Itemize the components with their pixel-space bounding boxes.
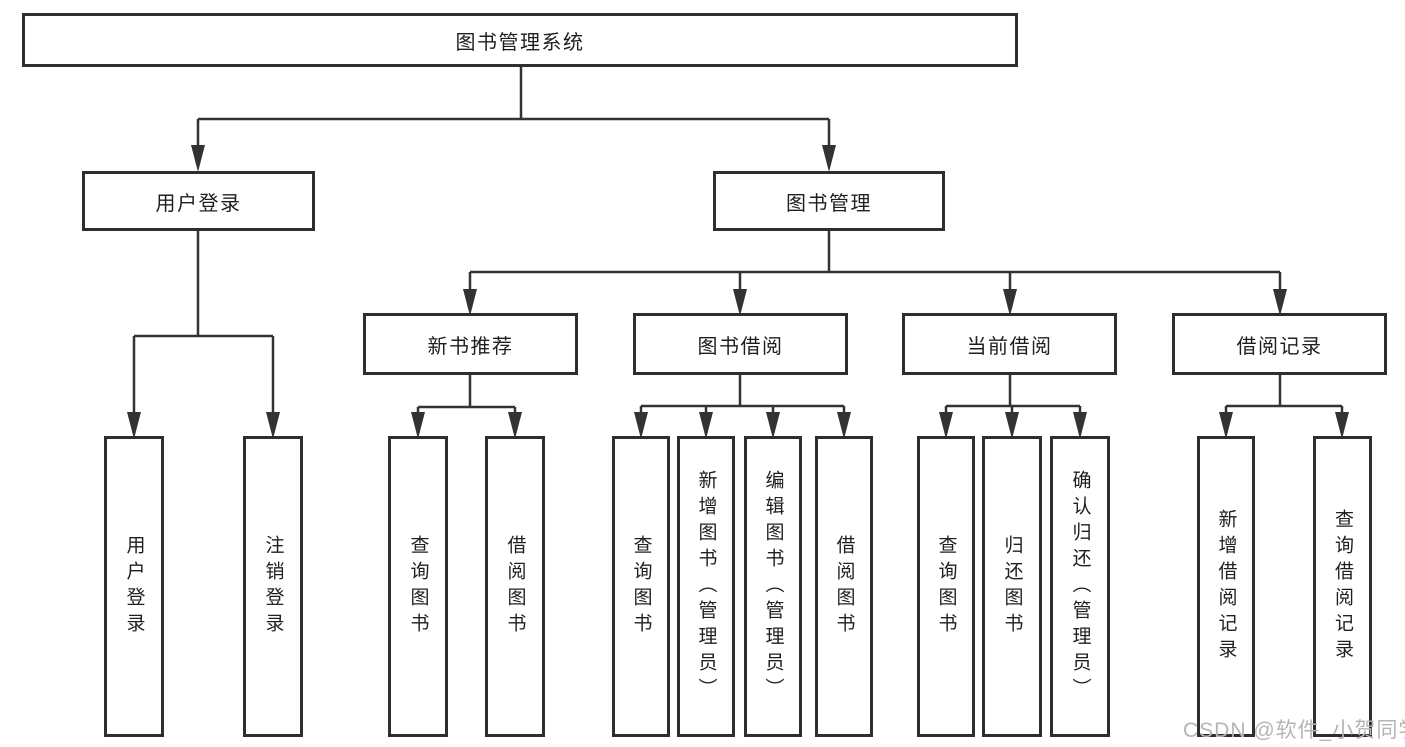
csdn-watermark: CSDN @软件_小贺同学 <box>1183 719 1405 742</box>
connector-user-login-split <box>132 231 275 413</box>
node-book-borrow-label: 图书借阅 <box>697 335 784 358</box>
leaf-add-books-admin: 新增图书（管理员） <box>677 436 735 737</box>
leaf-current-query-books: 查询图书 <box>917 436 975 737</box>
leaf-rec-query-books-label: 查询图书 <box>407 534 429 639</box>
node-new-book-rec: 新书推荐 <box>363 313 578 375</box>
leaf-rec-borrow-books-label: 借阅图书 <box>504 534 526 639</box>
leaf-confirm-return-admin-label: 确认归还（管理员） <box>1069 469 1091 704</box>
leaf-borrow-books-label: 借阅图书 <box>833 534 855 639</box>
leaf-user-login-label: 用户登录 <box>123 534 145 639</box>
connector-book-borrow-split <box>639 375 846 413</box>
leaf-rec-query-books: 查询图书 <box>388 436 448 737</box>
connector-borrow-records-split <box>1224 375 1344 413</box>
node-book-mgmt-label: 图书管理 <box>786 192 872 215</box>
leaf-edit-books-admin-label: 编辑图书（管理员） <box>762 469 784 704</box>
node-borrow-records-label: 借阅记录 <box>1236 335 1323 358</box>
node-root: 图书管理系统 <box>22 13 1018 67</box>
leaf-user-login: 用户登录 <box>104 436 164 737</box>
leaf-current-query-books-label: 查询图书 <box>935 534 957 639</box>
leaf-add-books-admin-label: 新增图书（管理员） <box>695 469 717 704</box>
leaf-return-books: 归还图书 <box>982 436 1042 737</box>
node-current-borrow-label: 当前借阅 <box>966 335 1053 358</box>
leaf-edit-books-admin: 编辑图书（管理员） <box>744 436 802 737</box>
node-book-mgmt: 图书管理 <box>713 171 945 231</box>
connector-book-mgmt-split <box>468 231 1282 290</box>
connector-root-to-level2 <box>196 67 831 146</box>
node-current-borrow: 当前借阅 <box>902 313 1117 375</box>
leaf-logout: 注销登录 <box>243 436 303 737</box>
leaf-query-borrow-record-label: 查询借阅记录 <box>1332 508 1353 665</box>
connector-new-book-split <box>416 375 517 413</box>
leaf-query-borrow-record: 查询借阅记录 <box>1313 436 1372 737</box>
node-new-book-rec-label: 新书推荐 <box>427 335 514 358</box>
leaf-confirm-return-admin: 确认归还（管理员） <box>1050 436 1110 737</box>
node-borrow-records: 借阅记录 <box>1172 313 1387 375</box>
leaf-add-borrow-record-label: 新增借阅记录 <box>1215 508 1237 665</box>
node-root-label: 图书管理系统 <box>455 31 585 54</box>
node-user-login-label: 用户登录 <box>155 192 242 215</box>
node-user-login: 用户登录 <box>82 171 315 231</box>
leaf-borrow-books: 借阅图书 <box>815 436 873 737</box>
leaf-rec-borrow-books: 借阅图书 <box>485 436 545 737</box>
leaf-return-books-label: 归还图书 <box>1001 534 1023 639</box>
leaf-borrow-query-books: 查询图书 <box>612 436 670 737</box>
leaf-logout-label: 注销登录 <box>262 534 284 639</box>
connector-current-borrow-split <box>944 375 1082 413</box>
leaf-borrow-query-books-label: 查询图书 <box>630 534 652 639</box>
leaf-add-borrow-record: 新增借阅记录 <box>1197 436 1255 737</box>
node-book-borrow: 图书借阅 <box>633 313 848 375</box>
